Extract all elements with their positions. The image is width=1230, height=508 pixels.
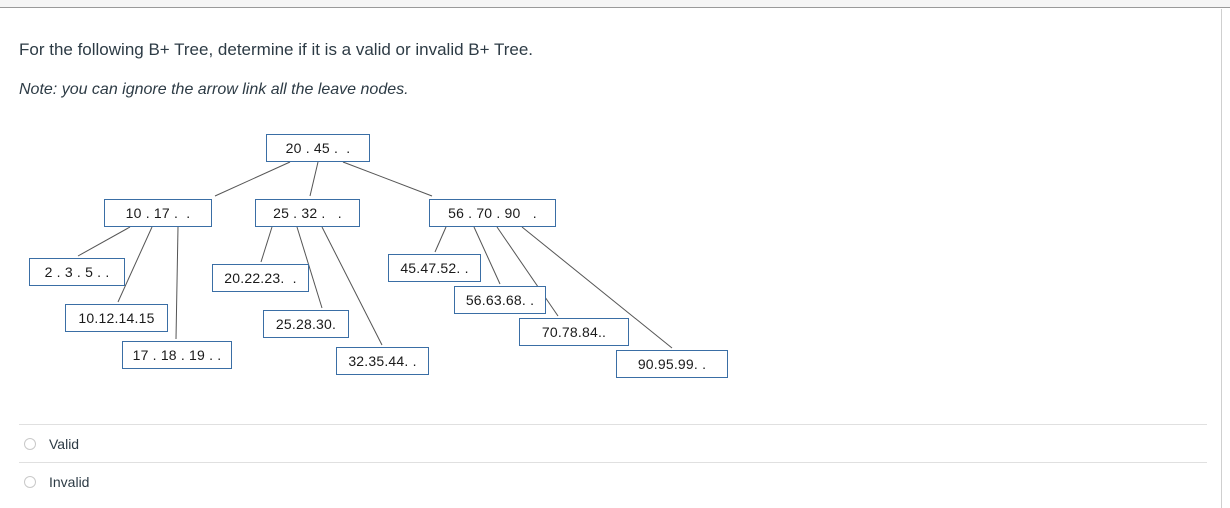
tree-node-l9: 70.78.84..	[519, 318, 629, 346]
page-top-bar	[0, 0, 1230, 8]
tree-edge-layer	[77, 161, 673, 349]
tree-edge	[117, 226, 153, 303]
question-note: Note: you can ignore the arrow link all …	[19, 81, 409, 98]
tree-edge	[214, 161, 291, 197]
tree-node-l4: 20.22.23. .	[212, 264, 309, 292]
tree-node-l10: 90.95.99. .	[616, 350, 728, 378]
tree-edge	[309, 161, 319, 197]
tree-node-l5: 25.28.30.	[263, 310, 349, 338]
radio-button-icon[interactable]	[24, 437, 36, 450]
tree-node-root: 20 . 45 . .	[266, 134, 370, 162]
answer-option-label: Invalid	[49, 473, 90, 490]
answer-option-valid[interactable]: Valid	[19, 424, 1207, 462]
tree-edge	[296, 226, 323, 309]
tree-node-i2: 25 . 32 . .	[255, 199, 360, 227]
tree-edge	[175, 226, 179, 340]
tree-node-i1: 10 . 17 . .	[104, 199, 212, 227]
tree-node-i3: 56 . 70 . 90 .	[429, 199, 556, 227]
tree-edge	[521, 226, 673, 349]
tree-edge	[260, 226, 273, 263]
question-prompt: For the following B+ Tree, determine if …	[19, 40, 534, 59]
tree-edge	[77, 226, 131, 257]
tree-node-l2: 10.12.14.15	[65, 304, 168, 332]
tree-edge	[342, 161, 433, 197]
answer-option-invalid[interactable]: Invalid	[19, 462, 1207, 500]
b-plus-tree-diagram: 20 . 45 . . 10 . 17 . . 25 . 32 . . 56 . 70…	[0, 120, 800, 390]
tree-edge	[473, 226, 501, 285]
tree-node-l3: 17 . 18 . 19 . .	[122, 341, 232, 369]
right-edge-rule	[1221, 9, 1222, 508]
tree-edge	[434, 226, 447, 253]
tree-node-l7: 45.47.52. .	[388, 254, 481, 282]
answer-option-label: Valid	[49, 435, 80, 452]
tree-edge	[496, 226, 559, 317]
radio-button-icon[interactable]	[24, 475, 36, 488]
tree-edge	[321, 226, 383, 346]
tree-node-l6: 32.35.44. .	[336, 347, 429, 375]
tree-node-l1: 2 . 3 . 5 . .	[29, 258, 125, 286]
tree-node-l8: 56.63.68. .	[454, 286, 546, 314]
